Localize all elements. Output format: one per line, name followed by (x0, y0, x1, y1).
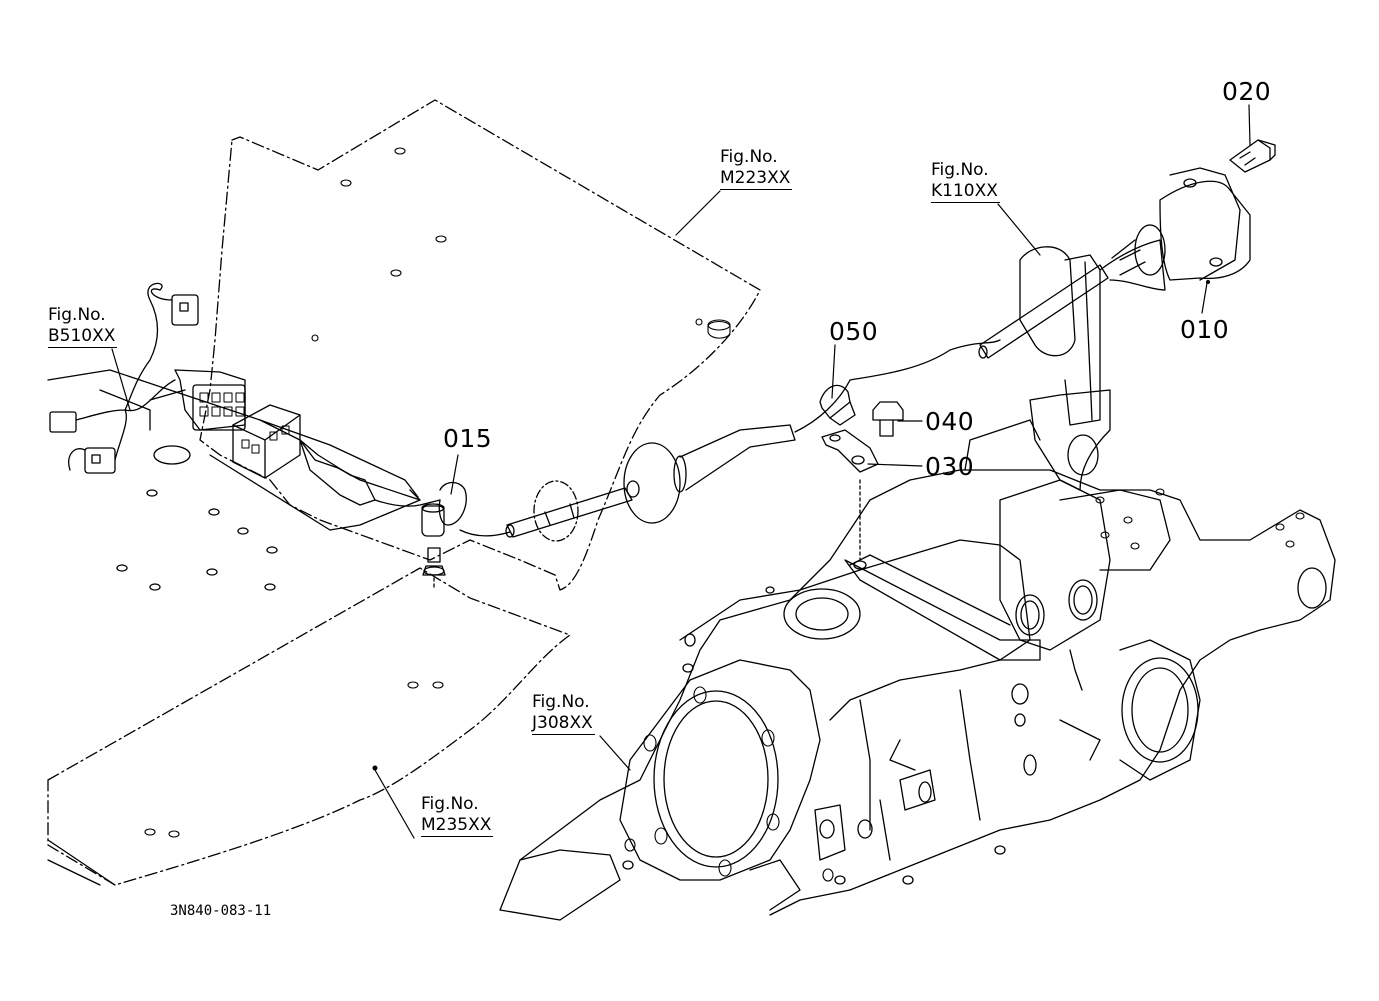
transmission-housing (499, 419, 1336, 921)
leader-b510 (111, 348, 131, 411)
leader-j308 (599, 735, 631, 771)
bracket-030 (821, 429, 879, 561)
figure-ref-number: K110XX (931, 181, 1000, 203)
b510-harness-connectors (49, 282, 246, 474)
clip-050 (819, 384, 856, 426)
figure-ref-j308xx[interactable]: Fig.No. J308XX (532, 692, 595, 735)
figure-ref-number: M235XX (421, 815, 494, 837)
leader-050 (831, 344, 836, 399)
leader-m235 (374, 769, 415, 839)
middle-floor-plate (47, 369, 421, 886)
figure-ref-m235xx[interactable]: Fig.No. M235XX (421, 794, 494, 837)
bolt-020 (1229, 139, 1276, 173)
harness-connector-body (232, 404, 441, 507)
figure-ref-caption: Fig.No. (48, 305, 106, 325)
figure-ref-number: M223XX (720, 168, 793, 190)
upper-floor-panel (199, 99, 761, 591)
part-number-010[interactable]: 010 (1180, 315, 1230, 344)
part-number-040[interactable]: 040 (925, 407, 975, 436)
part-number-030[interactable]: 030 (925, 452, 975, 481)
figure-ref-caption: Fig.No. (421, 794, 479, 814)
leader-015 (450, 454, 459, 495)
drawing-code: 3N840-083-11 (170, 903, 272, 919)
leader-m223 (675, 190, 721, 236)
reference-dot (372, 765, 378, 771)
leader-030 (867, 463, 923, 467)
sensor-010 (978, 167, 1251, 359)
figure-ref-m223xx[interactable]: Fig.No. M223XX (720, 147, 793, 190)
part-number-050[interactable]: 050 (829, 317, 879, 346)
figure-ref-number: J308XX (532, 713, 595, 735)
bolt-040 (872, 401, 904, 437)
figure-ref-number: B510XX (48, 326, 118, 348)
figure-ref-b510xx[interactable]: Fig.No. B510XX (48, 305, 118, 348)
part-number-015[interactable]: 015 (443, 424, 493, 453)
figure-ref-caption: Fig.No. (720, 147, 778, 167)
sensor-rod-and-grommet (505, 339, 1001, 542)
part-number-020[interactable]: 020 (1222, 77, 1272, 106)
leader-lines (111, 104, 1251, 839)
clamp-015 (421, 481, 511, 591)
leader-010 (1201, 282, 1208, 314)
upper-panel-holes (311, 147, 731, 342)
reference-dot (1206, 280, 1210, 284)
flange-bolt-holes (624, 686, 834, 882)
k110-mount-bracket (1019, 246, 1111, 491)
figure-ref-k110xx[interactable]: Fig.No. K110XX (931, 160, 1000, 203)
lower-floor-panel (47, 567, 571, 886)
figure-ref-caption: Fig.No. (532, 692, 590, 712)
leader-020 (1248, 104, 1251, 146)
leader-k110 (997, 203, 1041, 256)
figure-ref-caption: Fig.No. (931, 160, 989, 180)
lower-panel-holes (144, 681, 444, 838)
